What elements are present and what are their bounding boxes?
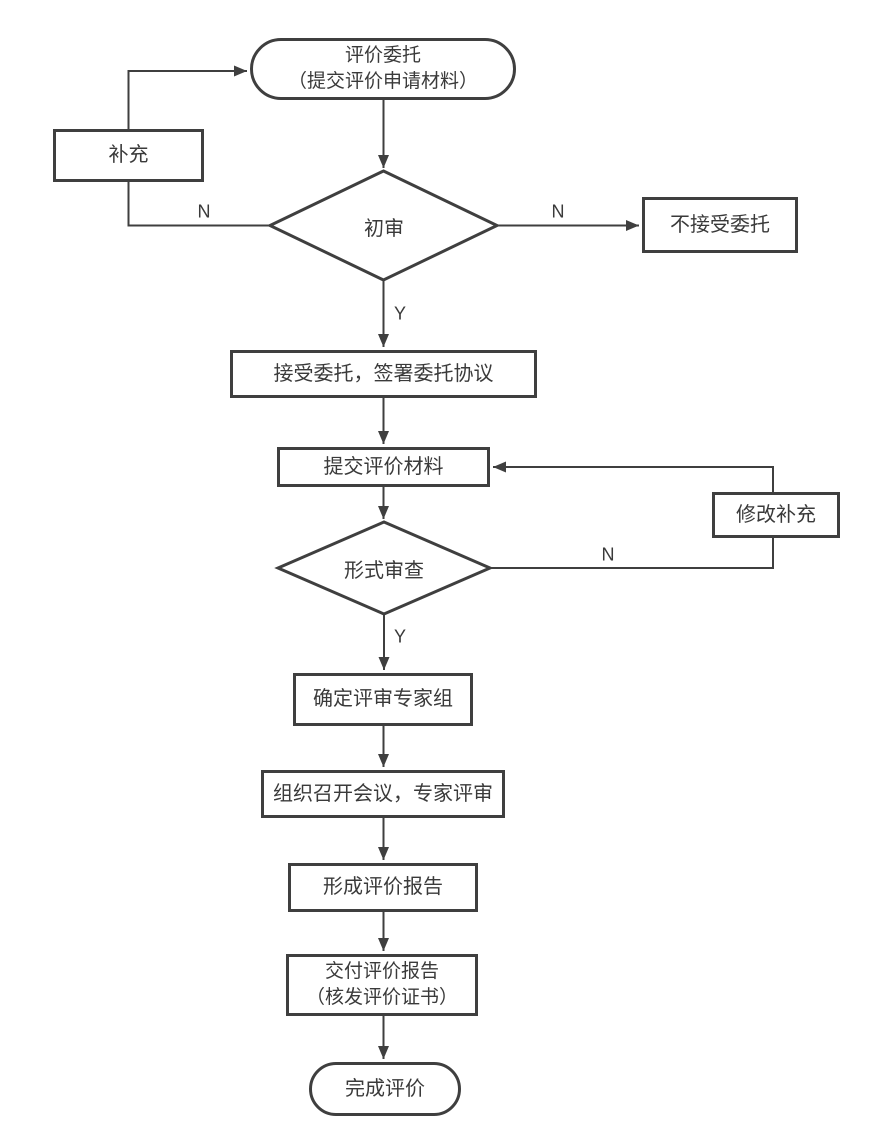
node-end-label: 完成评价 <box>345 1077 425 1100</box>
node-accept-label: 接受委托，签署委托协议 <box>273 362 494 385</box>
node-expert-label: 确定评审专家组 <box>313 688 453 710</box>
node-deliver-line1: 交付评价报告 <box>324 961 439 983</box>
node-submit-label: 提交评价材料 <box>323 455 444 478</box>
edge-formal-to-revise <box>490 538 774 569</box>
node-start-line1: 评价委托 <box>344 45 421 67</box>
node-reject-label: 不接受委托 <box>670 213 770 236</box>
node-expert-panel: 确定评审专家组 <box>293 673 473 726</box>
node-start-line2: （提交评价申请材料） <box>287 71 478 92</box>
node-end-complete-evaluation: 完成评价 <box>309 1062 461 1116</box>
node-initial-review-label: 初审 <box>284 206 484 246</box>
edge-label-formal-no: N <box>601 544 615 565</box>
edge-label-initial-yes: Y <box>393 303 407 324</box>
node-reject-commission: 不接受委托 <box>642 197 798 253</box>
edge-revise-to-submit <box>493 461 774 492</box>
node-meeting-label: 组织召开会议，专家评审 <box>273 782 493 805</box>
edge-initial-to-supplement <box>127 182 270 227</box>
node-submit-materials: 提交评价材料 <box>277 447 490 487</box>
edge-label-initial-no-left: N <box>197 201 211 222</box>
node-review-meeting: 组织召开会议，专家评审 <box>261 770 505 818</box>
edge-label-formal-yes: Y <box>393 626 407 647</box>
node-deliver-report: 交付评价报告 （核发评价证书） <box>286 954 478 1016</box>
node-report-label: 形成评价报告 <box>323 876 443 898</box>
edge-label-initial-no-right: N <box>551 201 565 222</box>
node-revise-label: 修改补充 <box>736 503 816 526</box>
node-revise-supplement: 修改补充 <box>712 492 840 538</box>
node-form-report: 形成评价报告 <box>288 863 478 912</box>
node-formal-review-label: 形式审查 <box>284 548 484 588</box>
formal-review-text: 形式审查 <box>344 559 424 582</box>
node-supplement-label: 补充 <box>108 144 149 166</box>
node-accept-commission: 接受委托，签署委托协议 <box>230 350 537 398</box>
node-deliver-line2: （核发评价证书） <box>305 987 458 1008</box>
node-supplement: 补充 <box>53 129 204 182</box>
edge-supplement-to-start <box>127 65 247 129</box>
node-start-evaluation-commission: 评价委托 （提交评价申请材料） <box>250 38 516 100</box>
initial-review-diamond <box>266 169 501 282</box>
formal-review-diamond <box>274 520 494 616</box>
initial-review-text: 初审 <box>364 217 404 240</box>
